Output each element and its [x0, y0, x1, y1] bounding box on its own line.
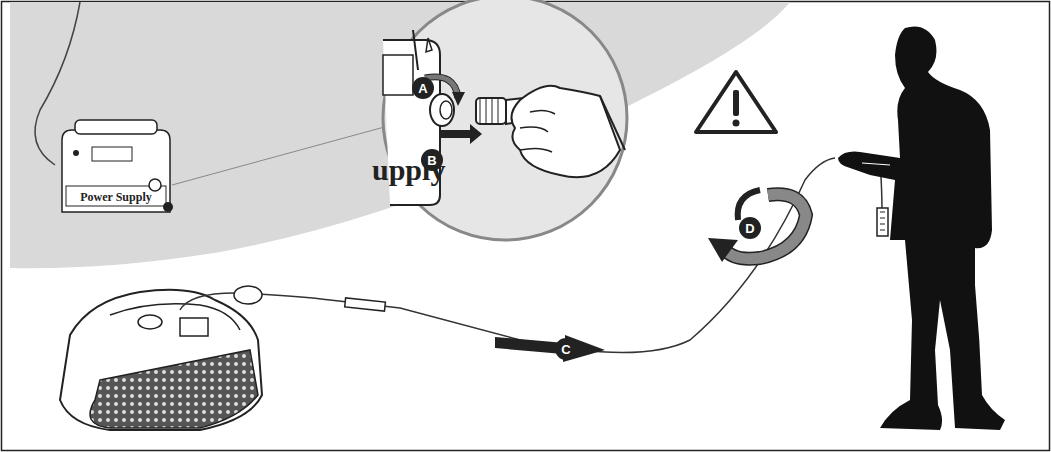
power-supply — [62, 120, 410, 212]
callout-letter: A — [418, 82, 427, 95]
floating-cable — [180, 158, 888, 353]
plug-and-hand — [476, 86, 625, 178]
device-label: Power Supply — [80, 191, 151, 203]
person-silhouette — [838, 27, 1005, 431]
warning-triangle — [696, 72, 776, 132]
callout-circle — [739, 217, 761, 239]
callout-circle — [412, 77, 434, 99]
callout-letter: B — [427, 154, 436, 167]
pull-arrow — [495, 335, 605, 362]
pool-robot — [60, 290, 262, 430]
coil-arrow — [708, 190, 806, 262]
ground-area — [10, 2, 790, 268]
callout-letter: C — [561, 343, 570, 356]
callout-letter: D — [745, 222, 754, 235]
detail-inset — [383, 0, 627, 240]
